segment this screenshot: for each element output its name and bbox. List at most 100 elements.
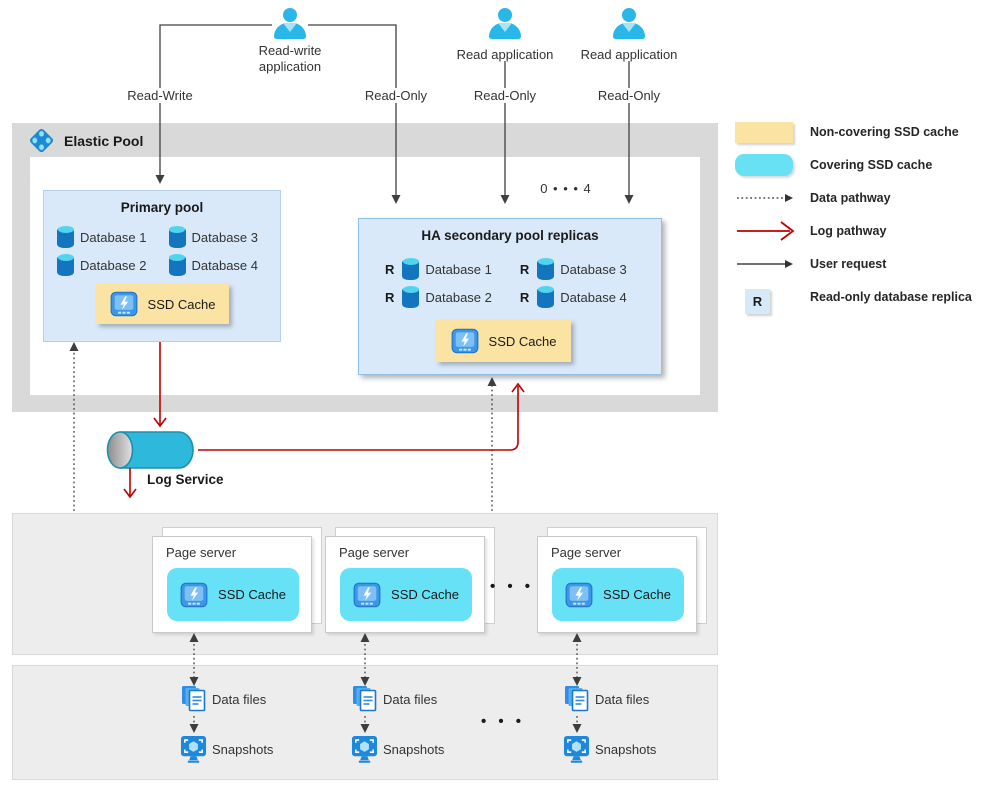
database-item: Database 3 bbox=[168, 224, 259, 251]
read-write-application-label: Read-write application bbox=[258, 43, 322, 74]
page-server-title: Page server bbox=[166, 545, 237, 560]
database-label: Database 1 bbox=[80, 230, 147, 245]
legend-item-read-only-replica: R Read-only database replica bbox=[735, 289, 975, 314]
covering-cache-swatch bbox=[735, 154, 793, 176]
page-servers-ellipsis: • • • bbox=[489, 578, 535, 595]
read-write-application-icon bbox=[272, 8, 308, 39]
read-application-icon-1 bbox=[487, 8, 523, 39]
ssd-cache-icon bbox=[565, 581, 593, 609]
legend-label: Read-only database replica bbox=[810, 290, 972, 304]
page-server-card-3: Page server SSD Cache bbox=[537, 536, 697, 633]
read-only-pathway-label-2: Read-Only bbox=[465, 88, 545, 103]
ssd-cache-label: SSD Cache bbox=[488, 333, 557, 349]
replica-badge: R bbox=[519, 290, 530, 305]
log-service-label: Log Service bbox=[147, 472, 224, 487]
legend-item-log-pathway: Log pathway bbox=[735, 218, 975, 244]
elastic-pool-title: Elastic Pool bbox=[64, 133, 144, 149]
person-torso bbox=[489, 23, 521, 39]
primary-ssd-cache: SSD Cache bbox=[96, 284, 229, 324]
data-files-icon bbox=[181, 685, 207, 718]
non-covering-cache-swatch bbox=[735, 121, 793, 143]
data-files-icon bbox=[352, 685, 378, 718]
ssd-cache-icon bbox=[180, 581, 208, 609]
log-service-icon bbox=[106, 430, 200, 475]
data-pathway-arrow-icon bbox=[735, 192, 797, 204]
ssd-cache-icon bbox=[110, 290, 138, 318]
ssd-cache-icon bbox=[353, 581, 381, 609]
legend-label: Covering SSD cache bbox=[810, 158, 933, 172]
database-label: Database 2 bbox=[80, 258, 147, 273]
database-icon bbox=[57, 226, 74, 248]
snapshots-label: Snapshots bbox=[383, 742, 445, 757]
snapshots-label: Snapshots bbox=[212, 742, 274, 757]
snapshots-icon bbox=[180, 735, 207, 769]
replica-database-item: R Database 2 bbox=[385, 284, 492, 311]
storage-ellipsis: • • • bbox=[480, 713, 526, 730]
ssd-cache-label: SSD Cache bbox=[391, 587, 459, 602]
replica-badge: R bbox=[385, 290, 395, 305]
database-label: Database 3 bbox=[191, 230, 259, 245]
data-files-label: Data files bbox=[383, 692, 438, 707]
database-label: Database 3 bbox=[560, 262, 627, 277]
page-server-ssd-cache: SSD Cache bbox=[167, 568, 299, 621]
legend-item-user-request: User request bbox=[735, 256, 975, 272]
legend-label: Data pathway bbox=[810, 191, 891, 205]
database-icon bbox=[402, 286, 420, 308]
snapshots-icon bbox=[563, 735, 590, 769]
person-head bbox=[283, 8, 297, 22]
page-server-title: Page server bbox=[551, 545, 622, 560]
ssd-cache-label: SSD Cache bbox=[603, 587, 671, 602]
page-server-ssd-cache: SSD Cache bbox=[340, 568, 472, 621]
ha-ssd-cache: SSD Cache bbox=[436, 320, 571, 362]
ha-pool-title: HA secondary pool replicas bbox=[421, 228, 599, 243]
snapshots-label: Snapshots bbox=[595, 742, 657, 757]
database-label: Database 2 bbox=[425, 290, 492, 305]
read-application-icon-2 bbox=[611, 8, 647, 39]
database-icon bbox=[537, 286, 555, 308]
page-server-card-1: Page server SSD Cache bbox=[152, 536, 312, 633]
ssd-cache-icon bbox=[451, 327, 479, 355]
legend-label: Non-covering SSD cache bbox=[810, 125, 959, 139]
replica-count-label: 0 • • • 4 bbox=[520, 181, 612, 196]
read-only-pathway-label-3: Read-Only bbox=[589, 88, 669, 103]
legend-label: Log pathway bbox=[810, 224, 887, 238]
person-torso bbox=[613, 23, 645, 39]
legend-item-covering: Covering SSD cache bbox=[735, 153, 975, 177]
replica-badge: R bbox=[385, 262, 395, 277]
data-files-label: Data files bbox=[212, 692, 267, 707]
legend-item-non-covering: Non-covering SSD cache bbox=[735, 120, 975, 144]
database-label: Database 4 bbox=[560, 290, 627, 305]
ssd-cache-label: SSD Cache bbox=[147, 296, 216, 312]
database-label: Database 4 bbox=[191, 258, 259, 273]
replica-badge-swatch: R bbox=[745, 289, 770, 314]
log-pathway-arrow-icon bbox=[735, 219, 797, 243]
database-icon bbox=[168, 226, 186, 248]
user-request-arrow-icon bbox=[735, 258, 797, 270]
snapshots-icon bbox=[351, 735, 378, 769]
database-icon bbox=[402, 258, 420, 280]
read-only-pathway-label-1: Read-Only bbox=[356, 88, 436, 103]
data-files-label: Data files bbox=[595, 692, 650, 707]
person-head bbox=[498, 8, 512, 22]
database-icon bbox=[537, 258, 555, 280]
elastic-pool-icon bbox=[27, 126, 56, 160]
person-head bbox=[622, 8, 636, 22]
database-item: Database 2 bbox=[57, 252, 147, 279]
database-icon bbox=[57, 254, 74, 276]
read-application-label-2: Read application bbox=[580, 47, 678, 62]
replica-badge: R bbox=[519, 262, 530, 277]
ssd-cache-label: SSD Cache bbox=[218, 587, 286, 602]
read-application-label-1: Read application bbox=[456, 47, 554, 62]
data-files-icon bbox=[564, 685, 590, 718]
replica-database-item: R Database 3 bbox=[520, 256, 627, 283]
page-server-title: Page server bbox=[339, 545, 410, 560]
read-write-pathway-label: Read-Write bbox=[118, 88, 202, 103]
database-item: Database 4 bbox=[168, 252, 259, 279]
legend-item-data-pathway: Data pathway bbox=[735, 190, 975, 206]
replica-database-item: R Database 4 bbox=[520, 284, 627, 311]
primary-pool-title: Primary pool bbox=[120, 200, 204, 215]
database-icon bbox=[168, 254, 186, 276]
